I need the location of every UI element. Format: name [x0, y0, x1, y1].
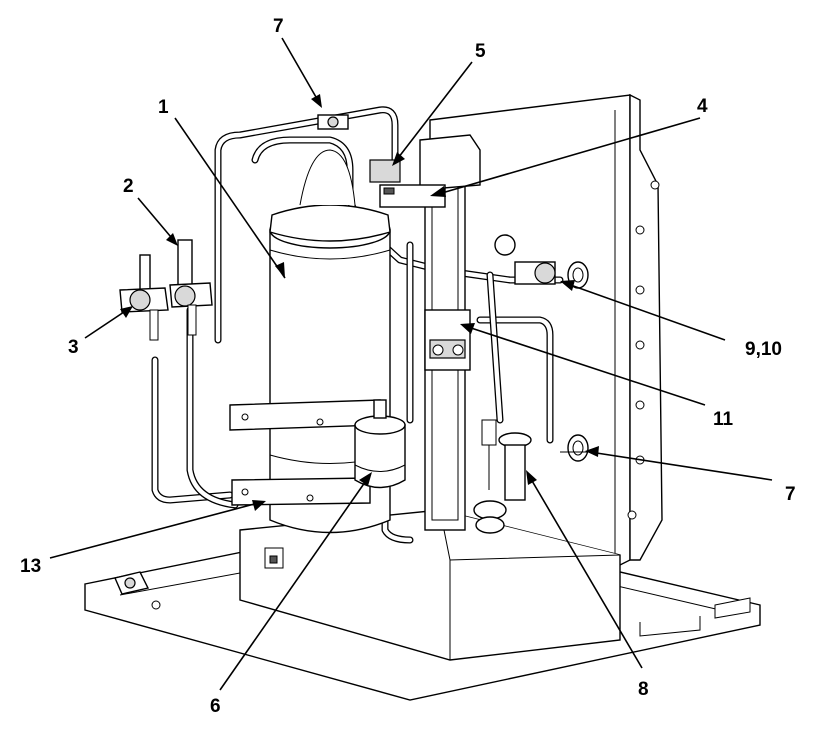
callout-4: 4	[697, 96, 708, 117]
leader-8-arrow	[526, 470, 537, 485]
callout-2: 2	[123, 176, 134, 197]
control-valve-block	[424, 309, 471, 371]
callout-1: 1	[158, 97, 169, 118]
leader-7-top	[281, 37, 321, 105]
leader-7-right-arrow	[585, 446, 599, 457]
leader-11-arrow	[460, 323, 475, 334]
gauge-port-assembly	[494, 234, 589, 289]
base-clip	[114, 571, 150, 595]
leader-3	[84, 307, 131, 339]
leader-1	[174, 117, 286, 279]
leader-5	[394, 61, 473, 163]
callout-9-10: 9,10	[745, 339, 782, 360]
leader-4-arrow	[430, 186, 446, 197]
filter-drier	[354, 399, 406, 489]
leader-4	[434, 117, 701, 196]
callout-7-right: 7	[785, 484, 796, 505]
callout-7-top: 7	[273, 16, 284, 37]
leader-6	[219, 474, 371, 691]
compressor-bracket	[229, 399, 381, 506]
leader-2-arrow	[166, 233, 178, 246]
callout-labels: 1 2 3 4 5 6 7 7 8 9,10 11 13	[20, 16, 796, 717]
callout-3: 3	[68, 337, 79, 358]
panel-port	[560, 434, 590, 462]
leader-2	[137, 197, 177, 244]
service-valves	[119, 239, 213, 341]
leader-7-top-arrow	[311, 94, 322, 108]
leader-5-arrow	[392, 152, 405, 166]
leader-8	[527, 473, 643, 669]
leader-13-arrow	[252, 500, 266, 511]
leader-11	[464, 325, 706, 406]
callout-5: 5	[475, 41, 486, 62]
callout-6: 6	[210, 696, 221, 717]
callout-11: 11	[713, 409, 734, 430]
callout-13: 13	[20, 556, 41, 577]
top-fitting	[317, 114, 349, 130]
leader-1-arrow	[275, 262, 285, 278]
pressure-switch	[369, 159, 446, 208]
expansion-valve	[473, 419, 532, 534]
leader-9-10-arrow	[560, 280, 575, 291]
leader-7-right	[589, 451, 773, 481]
leader-13	[49, 501, 263, 559]
leader-lines	[49, 37, 773, 691]
leader-6-arrow	[359, 472, 372, 486]
leader-3-arrow	[120, 306, 133, 318]
callout-8: 8	[638, 679, 649, 700]
leader-9-10	[564, 282, 726, 341]
